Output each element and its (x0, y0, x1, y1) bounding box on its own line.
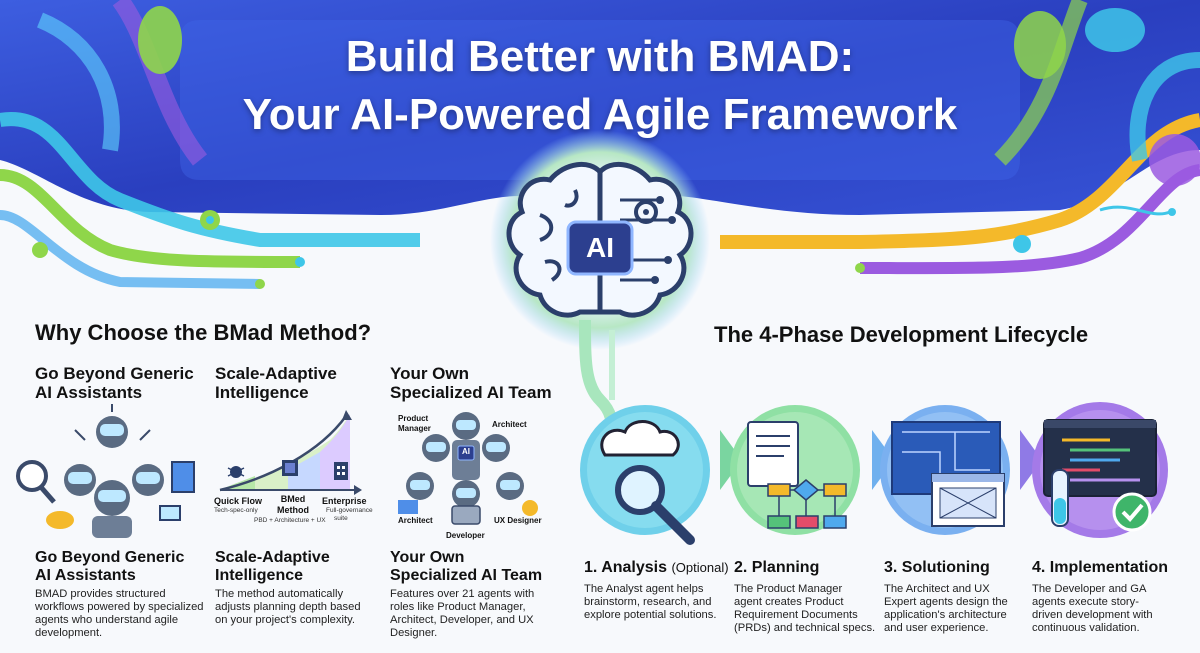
feature-1-desc-line-1: BMAD provides structured (35, 588, 166, 600)
phase-4-number: 4. (1032, 559, 1046, 576)
team-label-developer: Developer (446, 531, 485, 540)
phase-3-number: 3. (884, 559, 898, 576)
feature-3-desc-line-1: Features over 21 agents with (390, 588, 535, 600)
feature-2-desc-line-1: The method automatically (215, 588, 344, 600)
feature-1-title-line-2: AI Assistants (35, 567, 136, 584)
feature-3-desc-line-4: Designer. (390, 627, 438, 639)
feature-1-title-top-line-1: Go Beyond Generic (35, 364, 194, 383)
bmed-label-line-1: BMed (280, 494, 306, 504)
brain-icon (506, 161, 694, 318)
phase-1-number: 1. (584, 559, 598, 576)
phase-1-name: Analysis (601, 559, 668, 576)
phase-2-desc-line-1: The Product Manager (734, 583, 843, 595)
feature-1-desc-line-2: workflows powered by specialized (35, 601, 204, 613)
solutioning-illustration (880, 405, 1010, 535)
title-line-2: Your AI-Powered Agile Framework (242, 90, 958, 139)
phase-1-title: 1. Analysis (Optional) (584, 559, 729, 577)
feature-2-title-line-1: Scale-Adaptive (215, 549, 330, 566)
building-icon (334, 462, 348, 480)
quick-flow-sub: Tech-spec-only (214, 507, 258, 514)
feature-1-title-line-1: Go Beyond Generic (35, 549, 185, 566)
phase-2-desc-line-3: Requirement Documents (734, 609, 858, 621)
feature-3-title-line-2: Specialized AI Team (390, 567, 543, 584)
phase-4-desc-line-1: The Developer and GA (1032, 583, 1147, 595)
phase-2-number: 2. (734, 559, 748, 576)
feature-3-title-line-1: Your Own (390, 549, 465, 566)
phase-4-title: 4. Implementation (1032, 559, 1168, 577)
team-label-pm-line-2: Manager (398, 424, 431, 433)
feature-2-title-line-2: Intelligence (215, 567, 304, 584)
phase-4-desc-line-4: continuous validation. (1032, 622, 1140, 634)
phase-1-desc-line-1: The Analyst agent helps (584, 583, 704, 595)
ai-badge: AI (586, 232, 614, 263)
feature-3-desc-line-3: Architect, Developer, and UX (390, 614, 534, 626)
team-ai-chip: AI (462, 447, 470, 456)
analysis-illustration (580, 405, 710, 545)
phase-2-desc-line-2: agent creates Product (734, 596, 844, 608)
phase-3-name: Solutioning (901, 559, 990, 576)
quick-flow-label: Quick Flow (214, 496, 263, 506)
feature-1-desc-line-4: development. (35, 627, 103, 639)
phase-2-title: 2. Planning (734, 559, 819, 577)
feature-3-title-top-line-2: Specialized AI Team (390, 383, 552, 402)
feature-1-desc-line-3: agents who understand agile (35, 614, 179, 626)
phase-3-title: 3. Solutioning (884, 559, 990, 577)
robot-group-illustration (16, 404, 195, 538)
team-label-pm-line-1: Product (398, 414, 429, 423)
title-line-1: Build Better with BMAD: (345, 32, 855, 81)
gear-icon (634, 200, 658, 224)
team-label-architect-left: Architect (398, 516, 433, 525)
planning-illustration (730, 405, 860, 535)
phase-2-name: Planning (751, 559, 820, 576)
team-label-architect-top: Architect (492, 420, 527, 429)
phase-1-desc-line-2: brainstorm, research, and (584, 596, 712, 608)
phase-3-desc-line-3: application's architecture (884, 609, 1007, 621)
why-heading: Why Choose the BMad Method? (35, 320, 372, 345)
phase-3-desc-line-1: The Architect and UX (884, 583, 990, 595)
phase-1-desc-line-3: explore potential solutions. (584, 609, 717, 621)
feature-1-title-top-line-2: AI Assistants (35, 383, 143, 402)
feature-3-desc-line-2: roles like Product Manager, (390, 601, 526, 613)
cube-icon (282, 460, 298, 476)
phase-3-desc-line-4: and user experience. (884, 622, 989, 634)
phase-4-desc-line-2: agents execute story- (1032, 596, 1139, 608)
enterprise-sub-line-1: Full-governance (326, 507, 373, 514)
feature-2-desc-line-3: on your project's complexity. (215, 614, 355, 626)
enterprise-label: Enterprise (322, 496, 367, 506)
phase-4-name: Implementation (1049, 559, 1169, 576)
bmed-sub: PBD + Architecture + UX (254, 517, 326, 524)
feature-2-title-top-line-2: Intelligence (215, 383, 309, 402)
team-label-ux: UX Designer (494, 516, 542, 525)
lifecycle-heading: The 4-Phase Development Lifecycle (714, 322, 1089, 347)
feature-2-title-top-line-1: Scale-Adaptive (215, 364, 337, 383)
bug-icon (227, 466, 245, 478)
enterprise-sub-line-2: suite (334, 515, 348, 522)
feature-2-desc-line-2: adjusts planning depth based (215, 601, 361, 613)
phase-1-optional: (Optional) (671, 560, 729, 575)
implementation-illustration (1032, 402, 1168, 538)
phase-3-desc-line-2: Expert agents design the (884, 596, 1008, 608)
feature-3-title-top-line-1: Your Own (390, 364, 470, 383)
bmed-label-line-2: Method (277, 505, 309, 515)
phase-4-desc-line-3: driven development with (1032, 609, 1153, 621)
ai-team-illustration (398, 412, 538, 525)
scale-chart-illustration (219, 410, 362, 495)
phase-2-desc-line-4: (PRDs) and technical specs. (734, 622, 876, 634)
